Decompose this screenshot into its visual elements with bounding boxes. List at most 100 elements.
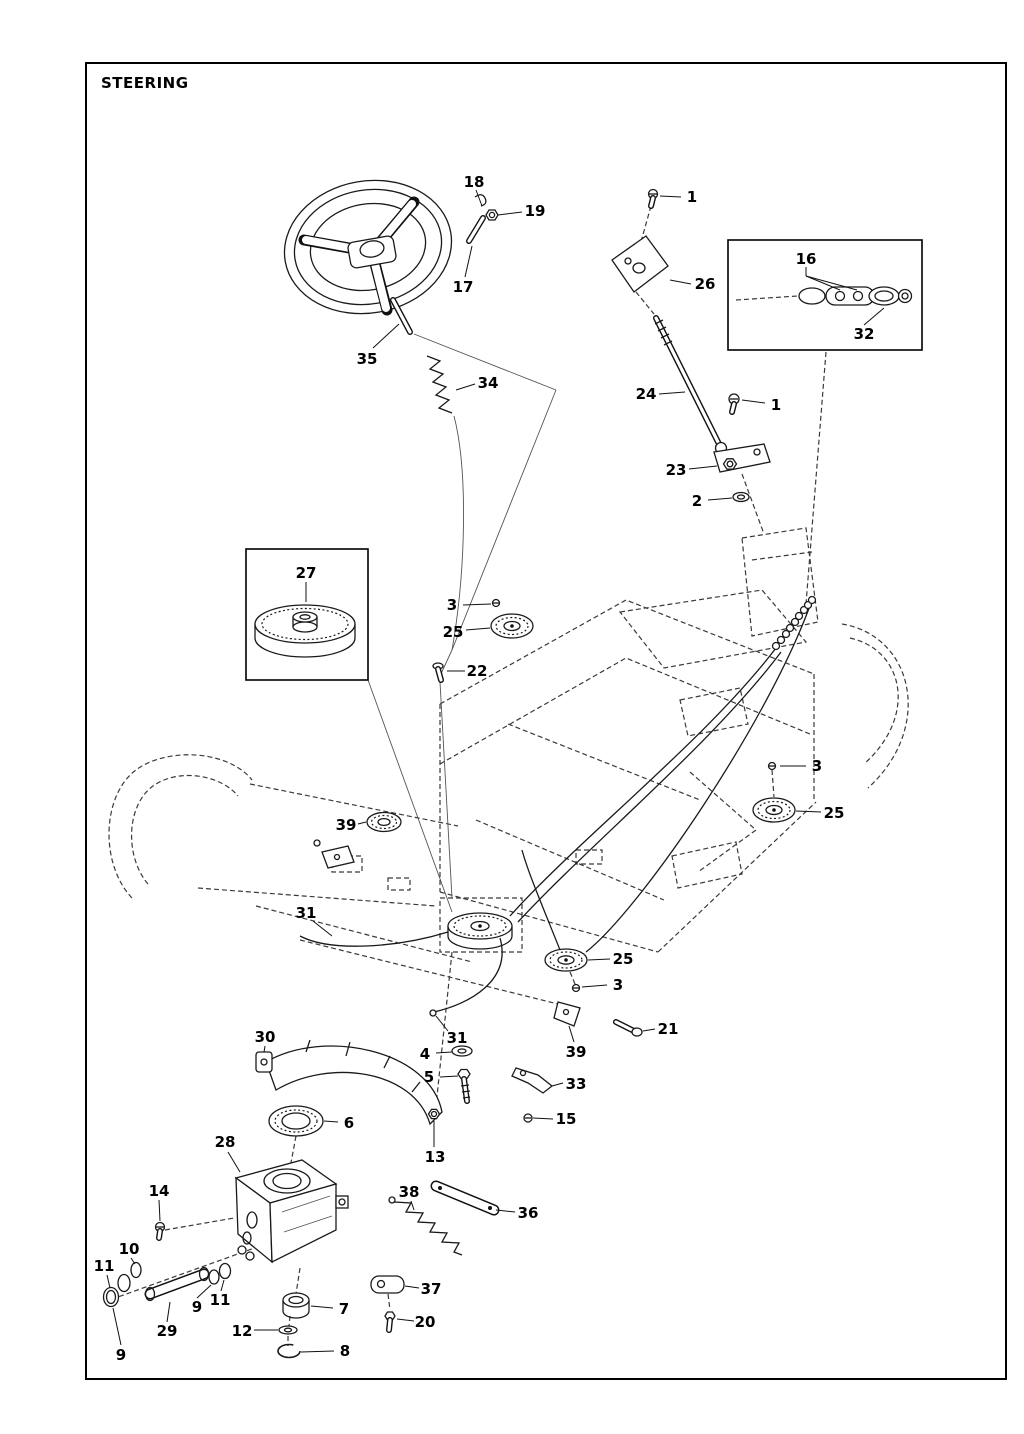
cluster-pulley [447,912,513,950]
pulley-39-left [313,811,402,869]
leader-line [112,1307,122,1346]
screw-15 [523,1113,533,1123]
leader-line [465,627,491,631]
leader-line [741,399,766,404]
leader-line [435,1051,453,1054]
chain-segment [771,595,817,651]
spring-38 [388,1196,463,1256]
washer-4 [451,1045,473,1057]
bolt-22 [432,662,444,683]
washer-12 [278,1325,298,1335]
leader-line [642,1028,656,1032]
leader-line [455,383,476,391]
gear-housing-28 [234,1159,349,1264]
callout-label: 26 [695,275,716,293]
callout-label: 30 [255,1028,276,1046]
callout-label: 19 [525,202,546,220]
leader-line [263,1045,266,1053]
leader-line [805,275,841,291]
page-title: STEERING [101,74,189,92]
shaft-tube-29 [144,1266,210,1302]
callout-label: 39 [336,816,357,834]
callout-label: 39 [566,1043,587,1061]
clip-18 [474,194,487,207]
pulley-25-right [752,761,796,823]
leader-line [688,465,718,470]
bracket-23 [713,443,771,473]
chain-detail-inset [727,239,923,351]
idler-pulley-27-inset [245,548,369,681]
leader-line [587,958,611,961]
leader-line [795,810,822,813]
callout-label: 17 [453,278,474,296]
callout-label: 15 [556,1110,577,1128]
callout-label: 12 [232,1322,253,1340]
washers-right [208,1262,232,1285]
leader-line [658,391,686,395]
leader-line [581,984,608,988]
callout-label: 27 [296,564,317,582]
bolt-17 [466,215,486,244]
leader-line [227,1151,241,1173]
callout-label: 6 [344,1114,354,1132]
rod-36 [430,1180,500,1216]
leader-line [659,195,682,198]
callout-label: 10 [119,1240,140,1258]
callout-labels: 1819126163217353424123227325223253931253… [94,173,885,1364]
callout-label: 18 [464,173,485,191]
leader-line [568,1025,575,1043]
leader-line [464,245,473,278]
screw-20 [384,1311,396,1333]
callout-label: 33 [566,1075,587,1093]
steering-shaft-24 [653,315,728,455]
callout-label: 7 [339,1300,349,1318]
callout-label: 32 [854,325,875,343]
callout-label: 9 [192,1298,202,1316]
callout-label: 25 [824,804,845,822]
leader-line [551,1082,564,1087]
bushing-7 [282,1292,310,1319]
leader-line [357,821,367,825]
projection-lines [103,205,827,1346]
leader-line [532,1117,554,1120]
steering-cable [299,599,813,1017]
leader-line [312,920,333,937]
lever-33 [511,1067,554,1094]
leader-line [669,279,692,285]
screw-14 [154,1221,166,1241]
leader-line [410,1200,415,1211]
callout-label: 13 [425,1148,446,1166]
pulley-25-upper [490,598,534,639]
nut-13 [427,1108,441,1120]
callout-label: 24 [636,385,657,403]
callout-label: 28 [215,1133,236,1151]
callout-label: 5 [424,1068,434,1086]
leader-line [439,1075,459,1078]
callout-label: 37 [421,1280,442,1298]
callout-label: 25 [443,623,464,641]
screw-1-mid [728,393,740,415]
leader-line [196,1284,212,1299]
bearing-6 [268,1105,324,1137]
callout-label: 2 [692,492,702,510]
callout-label: 3 [812,757,822,775]
bolt-21 [613,1019,643,1037]
callout-label: 11 [210,1291,231,1309]
leader-line [404,1285,420,1289]
callout-label: 4 [420,1045,430,1063]
leader-line [497,211,523,216]
callout-label: 38 [399,1183,420,1201]
callout-label: 20 [415,1313,436,1331]
leader-line [310,1305,334,1309]
callout-label: 3 [447,596,457,614]
washer-2 [732,491,750,503]
spring-34 [426,355,453,414]
callout-label: 25 [613,950,634,968]
leader-line [106,1274,111,1289]
leader-line [220,1279,225,1292]
leader-line [462,603,492,606]
plate-26 [611,235,669,293]
callout-label: 16 [796,250,817,268]
leader-line [323,1120,339,1123]
